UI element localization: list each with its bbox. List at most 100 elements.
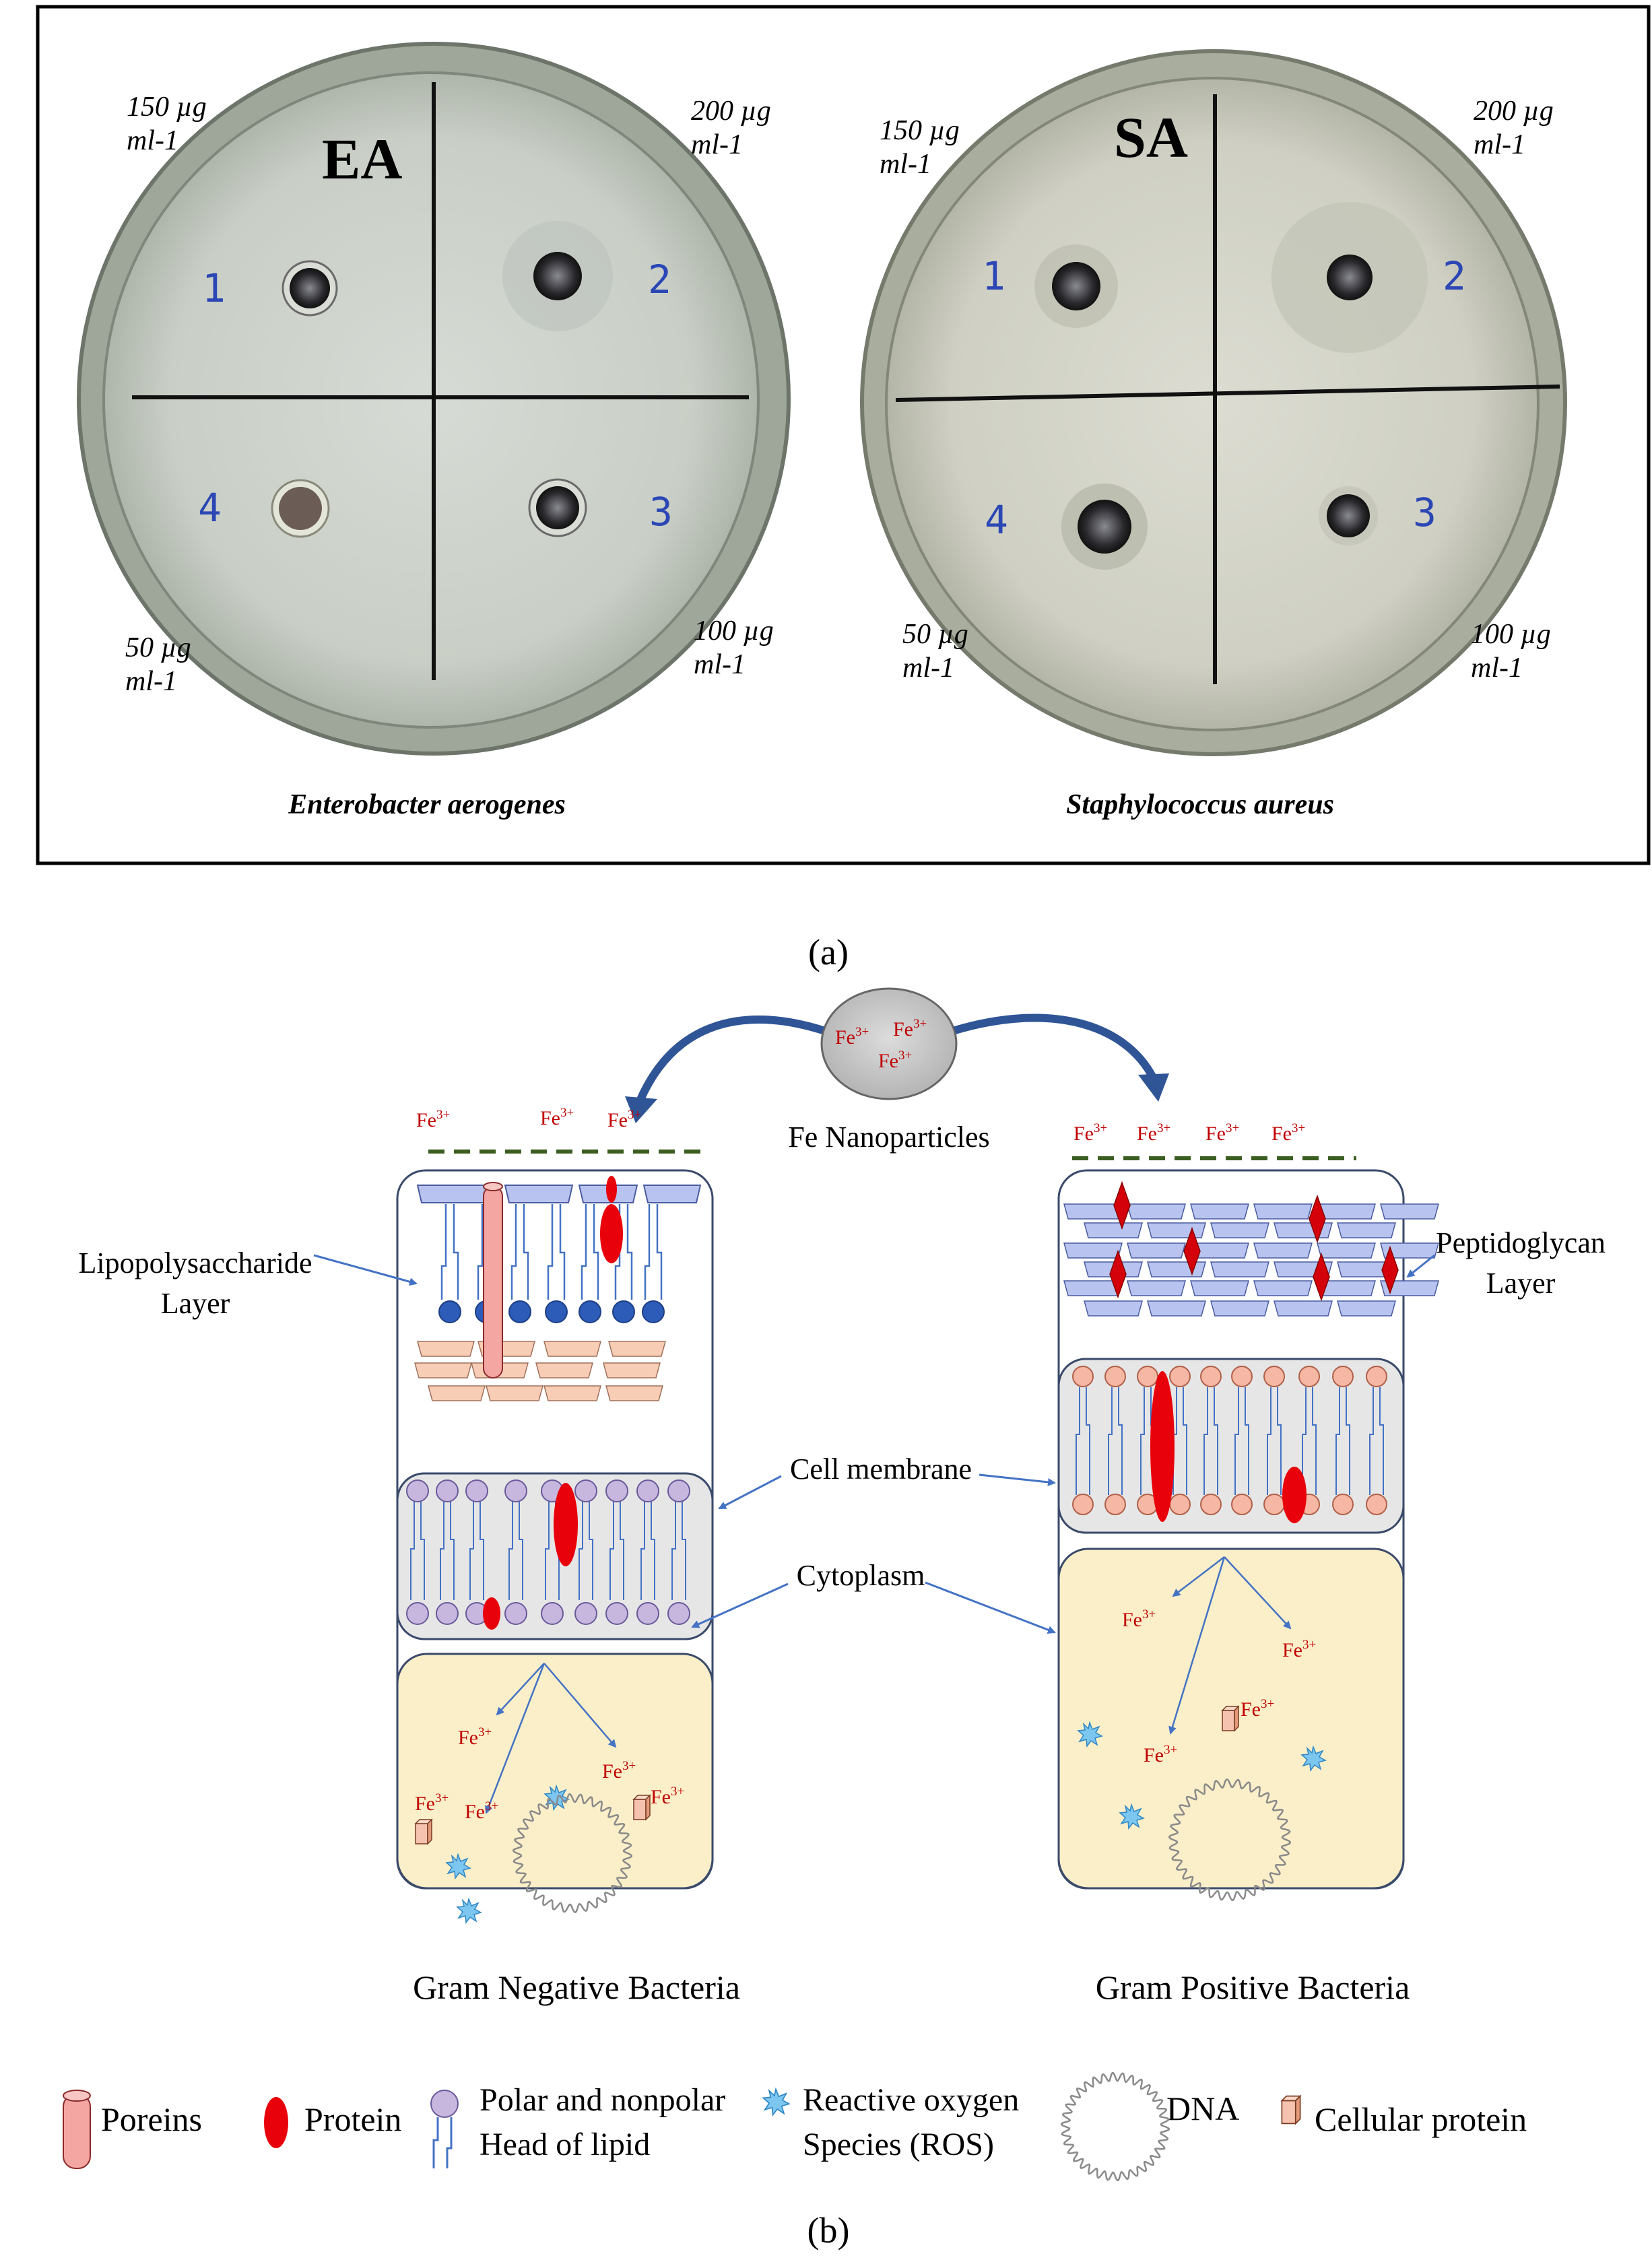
protein [1109,1249,1127,1299]
ion-arrow [1172,1556,1225,1597]
legend-lipid: Polar and nonpolar Head of lipid [430,2082,725,2168]
plate-ea-agar [102,71,760,729]
lipid-head [1298,1366,1320,1387]
lipid-head [1231,1494,1253,1515]
protein-icon [264,2097,288,2148]
concentration-label: 50 µg [125,632,191,663]
lipid-tail [1234,1387,1249,1495]
porein-icon-top [63,2090,91,2102]
dna-icon [1065,2077,1165,2176]
lps-head [612,1300,635,1323]
cellular-protein-icon [1222,1706,1239,1731]
periplasm-block [486,1385,543,1401]
concentration-unit: ml-1 [127,125,178,156]
quadrant-number-1: 1 [982,253,1005,299]
well [533,252,582,300]
lps-label-line2: Layer [161,1287,230,1320]
svg-text:Fe3+: Fe3+ [607,1108,641,1131]
periplasm-block [535,1362,593,1378]
lipid-head [605,1602,628,1625]
lipid-tail [508,1502,523,1600]
legend-dna: DNA [1060,2071,1239,2182]
gram-negative-cytoplasm-contents: Fe3+ Fe3+ Fe3+ Fe3+ Fe3+ [415,1663,684,1923]
nanoparticle-ions: Fe3+ Fe3+ Fe3+ [835,1017,927,1072]
lipid-head [636,1479,659,1502]
svg-text:Fe3+: Fe3+ [651,1785,684,1808]
peptidoglycan-block [1253,1242,1313,1259]
cellular-protein-icon [415,1819,432,1844]
legend: Poreins Protein Polar and nonpolar Head … [63,2071,1527,2182]
lps-head [642,1300,665,1323]
well [1078,500,1131,554]
ros-icon [762,2088,790,2116]
lps-head [545,1300,568,1323]
lipid-head [667,1602,690,1625]
lps-chain [440,1204,459,1300]
periplasm-block [543,1341,601,1357]
legend-label: Poreins [101,2100,202,2138]
flow-arrow-left [636,1016,824,1103]
peptidoglycan-block [1063,1242,1123,1259]
cytoplasm-label: Cytoplasm [797,1559,925,1592]
svg-text:Fe3+: Fe3+ [540,1106,574,1129]
peptidoglycan-block [1084,1300,1143,1317]
lipid-tail [1335,1387,1350,1495]
protein [1313,1252,1330,1302]
lipid-head [436,1602,459,1625]
quadrant-number-2: 2 [1443,253,1466,299]
protein [554,1483,578,1566]
concentration-label: 100 µg [694,616,774,646]
ion-arrow [1168,1556,1226,1735]
lipid-head [1366,1366,1387,1387]
peptidoglycan-block [1127,1280,1186,1296]
cellular-protein-icon [633,1795,651,1820]
cytoplasm-pointer-right [925,1581,1056,1634]
cytoplasm-ions: Fe3+ Fe3+ Fe3+ Fe3+ Fe3+ [415,1725,684,1823]
lipid-head [1104,1494,1126,1515]
lipid-head [574,1479,597,1502]
concentration-unit: ml-1 [902,653,954,684]
peptidoglycan-block [1380,1280,1439,1296]
plate-sa-code: SA [1114,105,1188,170]
concentration-label: 150 µg [127,92,207,123]
lipid-tail [1108,1387,1123,1495]
lipid-head [605,1479,628,1502]
well [1327,255,1373,300]
plate-ea: EA 1 2 3 4 [77,42,791,756]
lipid-head [636,1602,659,1625]
peptidoglycan-block [1127,1242,1186,1259]
protein [606,1176,617,1203]
peptidoglycan-block [1190,1280,1249,1296]
lipid-head [1169,1494,1191,1515]
peptidoglycan-block [1210,1300,1269,1317]
ion-arrow [1224,1556,1292,1630]
flow-arrow-right [954,1013,1157,1079]
concentration-label: 200 µg [1474,96,1554,127]
concentration-label: 200 µg [691,96,771,127]
lps-chain [510,1204,529,1300]
lipid-tail [1369,1387,1384,1495]
peptidoglycan-block [1210,1261,1269,1277]
cellular-protein-icon [1281,2095,1301,2125]
legend-cellular-protein: Cellular protein [1281,2095,1527,2138]
lipid-tail [410,1502,425,1600]
svg-text:Fe3+: Fe3+ [415,1791,449,1815]
cytoplasm-ions: Fe3+ Fe3+ Fe3+ Fe3+ [1122,1607,1316,1766]
periplasm-block [603,1362,661,1378]
peptidoglycan-block [1274,1300,1333,1317]
organism-label-sa: Staphylococcus aureus [1066,789,1334,820]
lipid-head [1104,1366,1126,1387]
lipid-head [1072,1494,1094,1515]
well [536,486,579,529]
legend-label: Protein [304,2100,401,2138]
well [1327,494,1370,537]
legend-label: Head of lipid [480,2127,650,2162]
lps-chain [644,1204,663,1300]
legend-label: Cellular protein [1315,2100,1527,2138]
gram-positive-title: Gram Positive Bacteria [1096,1968,1410,2006]
ion-arrow [543,1663,617,1748]
svg-text:Fe3+: Fe3+ [1073,1121,1107,1145]
membrane-pointer-right [979,1473,1056,1486]
nanoparticle-ball [820,987,958,1100]
lipid-head [465,1479,488,1502]
